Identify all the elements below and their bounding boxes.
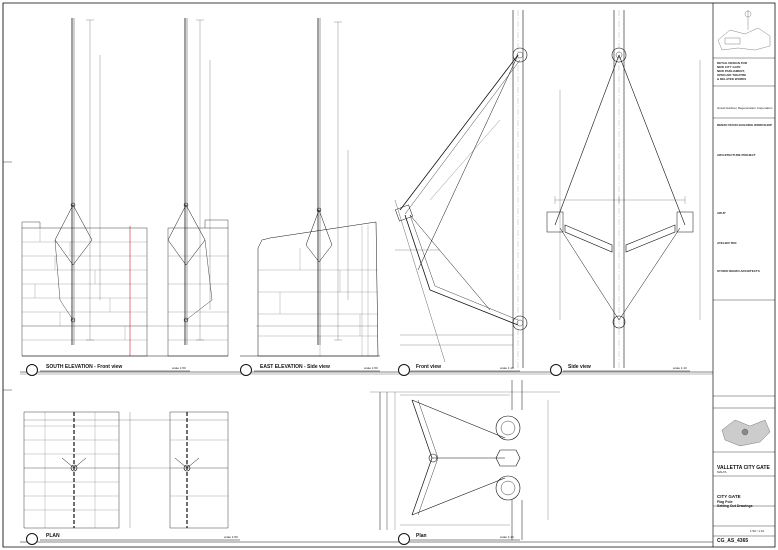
architect-firm: RENZO PIANO BUILDING WORKSHOP xyxy=(717,123,773,127)
location-map xyxy=(721,419,771,447)
front-view-drawing xyxy=(394,10,561,368)
client-name: Grand Harbour Regeneration Corporation xyxy=(717,106,773,110)
side-view-title: Side view xyxy=(568,364,591,370)
drawing-title-line-1: CITY GATE xyxy=(717,494,741,499)
title-block: DETAIL DESIGN FOR NEW CITY GATE NEW PARL… xyxy=(714,4,775,546)
plan-right-drawing xyxy=(370,380,560,540)
plan-left-title: PLAN xyxy=(46,533,60,539)
project-line-5: & RELATED WORKS xyxy=(717,77,747,81)
east-elevation-drawing xyxy=(240,18,380,357)
project-location: MALTA xyxy=(717,470,727,474)
front-view-scale: scale 1:10 xyxy=(500,366,514,370)
side-view-detail-marker xyxy=(550,364,562,376)
plan-left-scale: scale 1:50 xyxy=(224,535,238,539)
plan-right-scale: scale 1:10 xyxy=(500,535,514,539)
consultant-2: ARUP xyxy=(717,211,726,215)
front-view-title: Front view xyxy=(416,364,442,370)
key-plan-sketch xyxy=(717,10,771,51)
east-elevation-scale: scale 1:50 xyxy=(364,366,378,370)
plan-left-drawing xyxy=(23,411,229,529)
drawing-number: CG_AS_4365 xyxy=(717,538,749,544)
consultant-1: ARCHITECTURE PROJECT xyxy=(717,153,756,157)
front-view-detail-marker xyxy=(398,364,410,376)
plan-right-detail-marker xyxy=(398,533,410,545)
plan-left-detail-marker xyxy=(26,533,38,545)
side-view-scale: scale 1:10 xyxy=(673,366,687,370)
east-elevation-detail-marker xyxy=(240,364,252,376)
side-view-drawing xyxy=(546,10,701,368)
south-elevation-scale: scale 1:50 xyxy=(172,366,186,370)
consultant-4: STUDIO RENZO ARCHITECTS xyxy=(717,269,760,273)
south-elevation-drawing xyxy=(21,18,229,357)
south-elevation-title: SOUTH ELEVATION - Front view xyxy=(46,364,123,370)
project-line-3: NEW PARLIAMENT, xyxy=(717,69,745,73)
project-line-4: OPEN AIR THEATRE xyxy=(717,73,747,77)
consultant-3: ATELIER TEN xyxy=(717,241,737,245)
project-line-1: DETAIL DESIGN FOR xyxy=(717,61,748,65)
drawing-title-line-2: Flag Pole xyxy=(717,500,733,504)
south-elevation-detail-marker xyxy=(26,364,38,376)
plan-right-title: Plan xyxy=(416,533,427,539)
project-title: VALLETTA CITY GATE xyxy=(717,465,770,471)
project-line-2: NEW CITY GATE xyxy=(717,65,741,69)
east-elevation-title: EAST ELEVATION - Side view xyxy=(260,364,330,370)
drawing-title-line-3: Setting Out Drawings xyxy=(717,504,753,508)
drawing-scale: 1:50 / 1:10 xyxy=(750,529,765,533)
